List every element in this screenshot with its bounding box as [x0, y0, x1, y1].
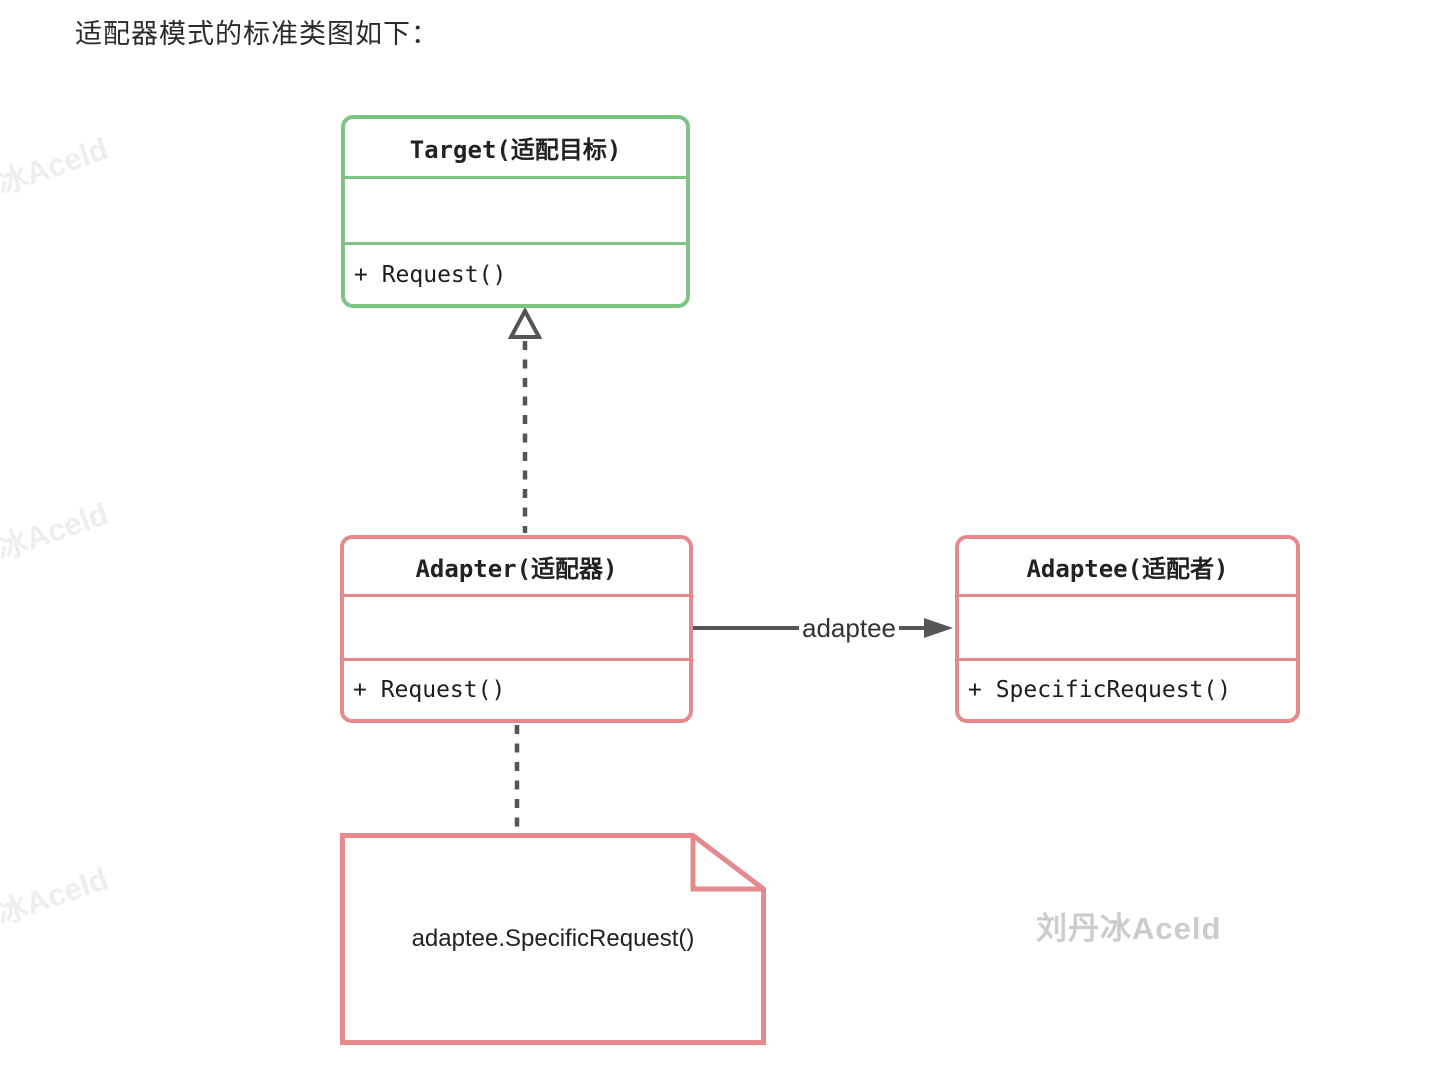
- watermark-left-3: 刘丹冰Aceld: [0, 861, 113, 952]
- class-box-target: Target(适配目标) + Request(): [341, 115, 690, 308]
- class-attributes-adapter: [344, 597, 689, 661]
- class-method-target: + Request(): [354, 261, 507, 288]
- class-name-target: Target(适配目标): [345, 119, 686, 179]
- watermark-bottom-right: 刘丹冰Aceld: [1036, 911, 1222, 946]
- note-text: adaptee.SpecificRequest(): [411, 925, 695, 952]
- class-method-adaptee: + SpecificRequest(): [968, 677, 1232, 703]
- class-attributes-adaptee: [959, 597, 1296, 661]
- note-shape: [340, 833, 766, 1045]
- class-attributes-target: [345, 179, 686, 245]
- class-box-adapter: Adapter(适配器) + Request(): [340, 535, 693, 723]
- realization-hollow-triangle-icon: [507, 306, 543, 339]
- note-fold-icon: [690, 835, 764, 892]
- watermark-left-2: 刘丹冰Aceld: [0, 496, 113, 587]
- association-label: adaptee: [799, 610, 899, 646]
- page-title: 适配器模式的标准类图如下：: [75, 19, 439, 49]
- uml-note: adaptee.SpecificRequest(): [340, 833, 766, 1045]
- class-name-adaptee: Adaptee(适配者): [959, 539, 1296, 597]
- association-arrowhead-icon: [924, 618, 953, 638]
- class-box-adaptee: Adaptee(适配者) + SpecificRequest(): [955, 535, 1300, 723]
- class-name-adapter: Adapter(适配器): [344, 539, 689, 597]
- watermark-left-1: 刘丹冰Aceld: [0, 131, 113, 222]
- class-method-adapter: + Request(): [353, 677, 506, 703]
- note-outline: [340, 833, 766, 1045]
